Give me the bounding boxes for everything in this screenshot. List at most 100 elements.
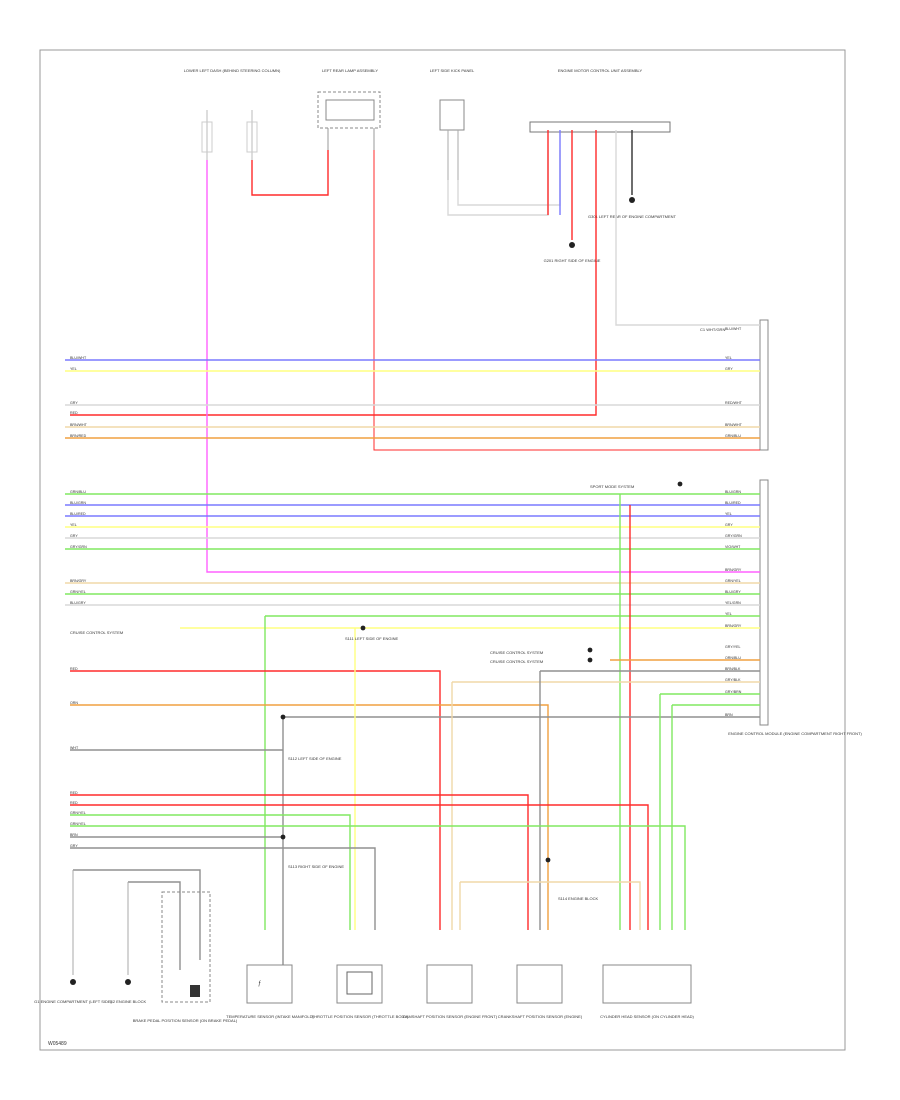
- wire-tan-link: [460, 881, 641, 930]
- left-wire-label: YEL: [70, 367, 77, 371]
- cruise-label-a: CRUISE CONTROL SYSTEM: [70, 630, 123, 635]
- wire-layer: [65, 130, 760, 970]
- left-wire-label: BRN/RED: [70, 434, 87, 438]
- ecm-top-label: C1 WHT/GRN: [700, 327, 725, 332]
- bottom-ground-1: G1 ENGINE COMPARTMENT (LEFT SIDE): [34, 870, 113, 1004]
- wire-red-cam: [70, 670, 441, 930]
- engine-motor-label: ENGINE MOTOR CONTROL UNIT ASSEMBLY: [558, 68, 643, 73]
- wire-gry-throttle: [70, 847, 376, 930]
- left-wire-label: BRN/WHT: [70, 423, 88, 427]
- left-wire-label: RED: [70, 411, 78, 415]
- left-wire-label: RED: [70, 667, 78, 671]
- right-wire-label: VIO/WHT: [725, 545, 741, 549]
- right-wire-label: YEL: [725, 512, 732, 516]
- ecm-connector-block-1: [759, 319, 769, 451]
- right-wire-labels: BLU/WHTYELGRYRED/WHTBRN/WHTGRN/BLUBLU/GR…: [725, 327, 743, 717]
- left-wire-label: RED: [70, 801, 78, 805]
- wire-ecm-red-main: [70, 130, 597, 416]
- ecm-mid-label: SPORT MODE SYSTEM: [590, 484, 634, 489]
- right-wire-label: ORN/BLU: [725, 656, 741, 660]
- cruise-label-b: CRUISE CONTROL SYSTEM: [490, 650, 543, 655]
- bottom-label-4: THROTTLE POSITION SENSOR (THROTTLE BODY): [312, 1014, 409, 1019]
- brake-pedal-sensor: BRAKE PEDAL POSITION SENSOR (ON BRAKE PE…: [133, 891, 238, 1023]
- wire-grn-cyl-3: [70, 825, 686, 930]
- right-wire-label: RED/WHT: [725, 401, 743, 405]
- right-wire-label: BLU/GRY: [725, 590, 741, 594]
- wire-ecm-wht-top: [615, 130, 760, 326]
- right-wire-label: BRN/GRY: [725, 568, 742, 572]
- splice-4: [545, 857, 551, 863]
- left-wire-label: GRY: [70, 844, 78, 848]
- right-wire-label: GRN/BLU: [725, 434, 741, 438]
- right-wire-label: BLU/RED: [725, 501, 741, 505]
- splice-2: [280, 714, 286, 720]
- left-wire-label: GRY/GRN: [70, 545, 87, 549]
- bottom-label-2: BRAKE PEDAL POSITION SENSOR (ON BRAKE PE…: [133, 1018, 238, 1023]
- left-wire-labels: BLU/WHTYELGRYREDBRN/WHTBRN/REDGRN/BLUBLU…: [70, 356, 88, 848]
- ecm-module-label: ENGINE CONTROL MODULE (ENGINE COMPARTMEN…: [728, 731, 862, 736]
- bottom-label-1: G2 ENGINE BLOCK: [110, 999, 147, 1004]
- wire-orn-crank: [70, 704, 549, 930]
- splice-sport: [677, 481, 683, 487]
- left-rear-lamp-box: [317, 91, 381, 129]
- wire-ground-g1: [73, 869, 201, 960]
- right-wire-label: BRN/BLK: [725, 667, 741, 671]
- right-wire-label: YEL: [725, 612, 732, 616]
- left-wire-label: GRY: [70, 401, 78, 405]
- splice-1: [360, 625, 366, 631]
- wire-red-lamp-link: [251, 150, 329, 196]
- wire-white-kick-link-2: [457, 150, 561, 206]
- wire-violet-dash: [206, 160, 760, 573]
- right-wire-label: GRY/BRN: [725, 690, 742, 694]
- left-wire-label: WHT: [70, 746, 79, 750]
- left-wire-label: GRN/YEL: [70, 811, 86, 815]
- left-wire-label: BLU/GRY: [70, 601, 86, 605]
- bottom-label-5: CAMSHAFT POSITION SENSOR (ENGINE FRONT): [403, 1014, 498, 1019]
- splice-3: [280, 834, 286, 840]
- right-wire-label: GRN/YEL: [725, 579, 741, 583]
- top-ground-2-label: G301 LEFT REAR OF ENGINE COMPARTMENT: [588, 214, 677, 219]
- splice-label-2: S112 LEFT SIDE OF ENGINE: [288, 756, 342, 761]
- splice-label-4: S114 ENGINE BLOCK: [558, 896, 598, 901]
- right-wire-label: GRY/YEL: [725, 645, 741, 649]
- top-ground-2: G301 LEFT REAR OF ENGINE COMPARTMENT: [588, 197, 677, 219]
- bottom-label-3: TEMPERATURE SENSOR (INTAKE MANIFOLD): [226, 1014, 314, 1019]
- top-ground-1-label: G201 RIGHT SIDE OF ENGINE: [544, 258, 601, 263]
- left-wire-label: RED: [70, 791, 78, 795]
- diagram-frame: [39, 49, 846, 1051]
- ecm-connector-block-2: [759, 479, 769, 726]
- left-wire-label: GRY: [70, 534, 78, 538]
- right-wire-label: BLU/GRN: [725, 490, 741, 494]
- left-wire-label: BRN: [70, 833, 78, 837]
- left-wire-label: BRN/GRY: [70, 579, 87, 583]
- lower-left-dash-label: LOWER LEFT DASH (BEHIND STEERING COLUMN): [184, 68, 281, 73]
- left-side-kick-label: LEFT SIDE KICK PANEL: [430, 68, 475, 73]
- right-wire-label: BRN/GRY: [725, 624, 742, 628]
- bottom-label-7: CYLINDER HEAD SENSOR (ON CYLINDER HEAD): [600, 1014, 694, 1019]
- bottom-components: G1 ENGINE COMPARTMENT (LEFT SIDE) G2 ENG…: [34, 870, 695, 1023]
- splice-cruise-c: [587, 657, 593, 663]
- cruise-label-c: CRUISE CONTROL SYSTEM: [490, 659, 543, 664]
- top-component-engine-motor: ENGINE MOTOR CONTROL UNIT ASSEMBLY: [529, 68, 671, 133]
- bottom-ground-2: G2 ENGINE BLOCK: [110, 882, 147, 1004]
- splice-label-1: S111 LEFT SIDE OF ENGINE: [345, 636, 398, 641]
- left-wire-label: YEL: [70, 523, 77, 527]
- engine-motor-connector: [529, 121, 671, 133]
- top-component-lower-left-dash: LOWER LEFT DASH (BEHIND STEERING COLUMN): [184, 68, 281, 160]
- right-wire-label: GRY: [725, 523, 733, 527]
- bottom-label-6: CRANKSHAFT POSITION SENSOR (ENGINE): [498, 1014, 583, 1019]
- left-wire-label: BLU/WHT: [70, 356, 87, 360]
- left-wire-label: BLU/RED: [70, 512, 86, 516]
- crankshaft-position-sensor: CRANKSHAFT POSITION SENSOR (ENGINE): [498, 964, 583, 1019]
- cylinder-head-sensor: CYLINDER HEAD SENSOR (ON CYLINDER HEAD): [600, 964, 695, 1019]
- temperature-sensor: ƒ TEMPERATURE SENSOR (INTAKE MANIFOLD): [226, 964, 314, 1019]
- throttle-position-sensor: THROTTLE POSITION SENSOR (THROTTLE BODY): [312, 964, 409, 1019]
- left-wire-label: GRN/YEL: [70, 822, 86, 826]
- left-side-kick-box: [439, 99, 465, 131]
- right-wire-label: GRY/GRN: [725, 534, 742, 538]
- right-wire-label: GRY/BLK: [725, 678, 741, 682]
- top-component-left-side-kick: LEFT SIDE KICK PANEL: [430, 68, 475, 180]
- doc-code: W05489: [48, 1041, 67, 1047]
- svg-text:ƒ: ƒ: [258, 981, 261, 987]
